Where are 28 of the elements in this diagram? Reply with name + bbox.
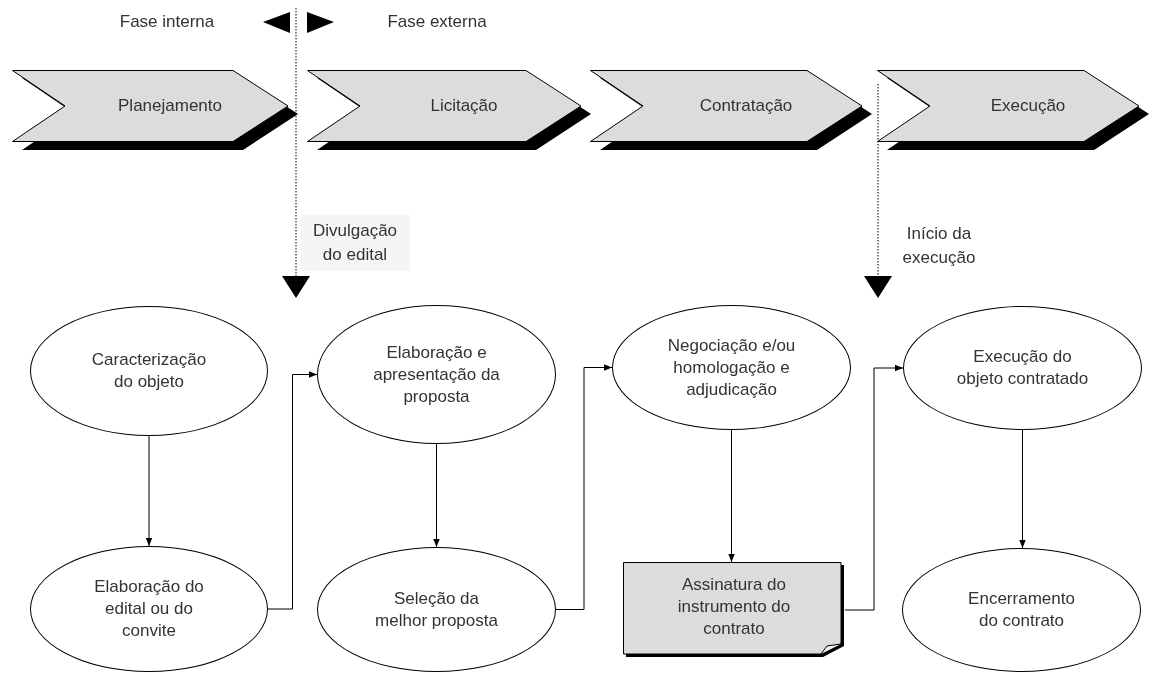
- step-label: Assinatura do instrumento do contrato: [676, 574, 792, 640]
- step-label: Elaboração do edital ou do convite: [93, 576, 205, 642]
- stage-label: Licitação: [430, 95, 498, 117]
- connector-arrow: [728, 429, 735, 563]
- stage-label: Execução: [990, 95, 1066, 117]
- step-label: Elaboração e apresentação da proposta: [372, 341, 501, 408]
- stage-label: Planejamento: [118, 95, 222, 117]
- step-label: Caracterização do objeto: [90, 349, 208, 393]
- stage-banner: [877, 70, 1149, 150]
- connector-arrow: [1019, 429, 1026, 549]
- connector-arrow: [433, 443, 440, 548]
- milestone-label: Divulgação do edital: [300, 215, 410, 271]
- connector-arrow: [145, 435, 153, 547]
- connector-arrow: [555, 364, 613, 610]
- stage-banner: [12, 70, 298, 150]
- phase-label: Fase externa: [386, 11, 488, 33]
- stage-banner: [307, 70, 591, 150]
- connector-arrow: [844, 364, 904, 611]
- step-label: Negociação e/ou homologação e adjudicação: [666, 334, 797, 401]
- connector-arrow: [267, 371, 318, 610]
- milestone-label: Início da execução: [901, 223, 977, 269]
- phase-label: Fase interna: [118, 11, 216, 33]
- stage-banner: [590, 70, 872, 150]
- step-label: Execução do objeto contratado: [955, 346, 1090, 390]
- step-label: Encerramento do contrato: [967, 588, 1076, 632]
- stage-label: Contratação: [699, 95, 793, 117]
- document-box: [623, 562, 845, 658]
- step-label: Seleção da melhor proposta: [374, 587, 499, 632]
